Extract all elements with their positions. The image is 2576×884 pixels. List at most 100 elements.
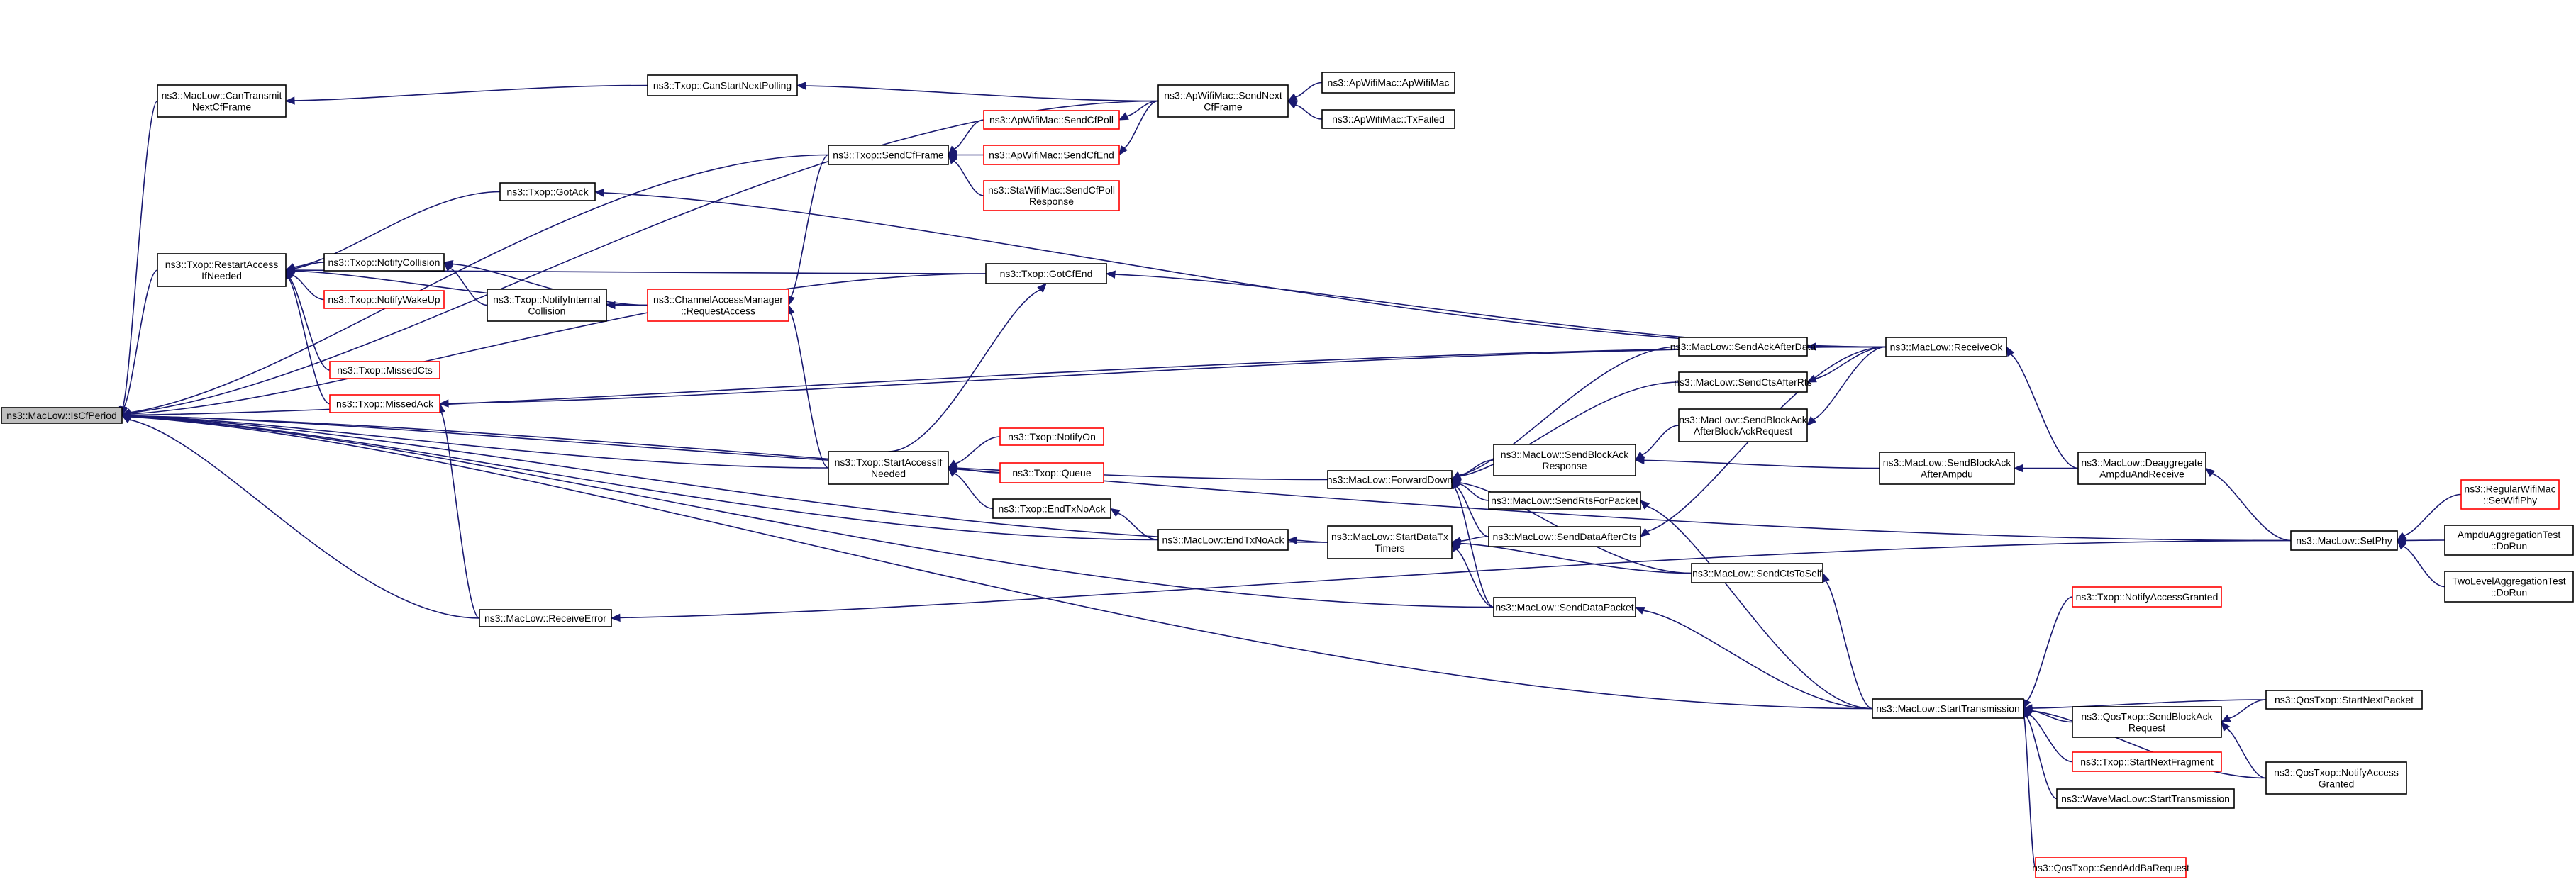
node-label: ::RequestAccess (681, 306, 755, 317)
node-label: ns3::MacLow::SetPhy (2296, 535, 2392, 547)
node-label: ns3::MacLow::StartDataTx (1331, 531, 1448, 542)
node-box (985, 263, 1107, 284)
node-box (1691, 563, 1823, 583)
node-box (1321, 109, 1455, 129)
node-sendCfFrame[interactable]: ns3::Txop::SendCfFrame (828, 145, 949, 165)
node-notifyCollision[interactable]: ns3::Txop::NotifyCollision (323, 253, 445, 272)
node-endTxNoAckTxop[interactable]: ns3::Txop::EndTxNoAck (992, 498, 1111, 519)
edge-receiveOk-to-gotCfEnd (1114, 274, 1887, 348)
node-label: Collision (528, 306, 566, 317)
node-box (487, 289, 607, 322)
node-label: AfterBlockAckRequest (1694, 425, 1792, 437)
node-apSendCfPoll[interactable]: ns3::ApWifiMac::SendCfPoll (983, 110, 1120, 130)
edge-sendAckAfterData-to-forwardDown (1459, 346, 1680, 476)
node-label: CfFrame (1204, 101, 1243, 113)
node-label: ns3::MacLow::SendDataPacket (1495, 602, 1633, 613)
node-box (2072, 586, 2222, 608)
node-root[interactable]: ns3::MacLow::IsCfPeriod (1, 407, 123, 424)
node-setPhy[interactable]: ns3::MacLow::SetPhy (2290, 530, 2398, 551)
node-label: ns3::Txop::StartAccessIf (835, 457, 943, 468)
node-txFailed[interactable]: ns3::ApWifiMac::TxFailed (1321, 109, 1455, 129)
node-twoLevelTest[interactable]: TwoLevelAggregationTest::DoRun (2444, 571, 2574, 603)
node-requestAccess[interactable]: ns3::ChannelAccessManager::RequestAccess (647, 289, 789, 322)
edge-missedCts-to-restartAccess (289, 277, 331, 371)
node-label: ns3::Txop::MissedCts (337, 364, 433, 376)
node-startTransmission[interactable]: ns3::MacLow::StartTransmission (1872, 698, 2024, 719)
node-waveStartTransmission[interactable]: ns3::WaveMacLow::StartTransmission (2056, 788, 2235, 809)
node-label: ns3::Txop::GotAck (506, 186, 589, 198)
node-apWifiMac[interactable]: ns3::ApWifiMac::ApWifiMac (1321, 72, 1455, 94)
node-queue[interactable]: ns3::Txop::Queue (999, 462, 1104, 483)
node-receiveOk[interactable]: ns3::MacLow::ReceiveOk (1885, 337, 2007, 357)
arrowhead-receiveOk-to-missedAck (438, 399, 449, 408)
node-label: ns3::MacLow::ForwardDown (1327, 474, 1453, 486)
node-label: ns3::MacLow::SendBlockAck (1679, 414, 1808, 425)
node-sendCtsAfterRts[interactable]: ns3::MacLow::SendCtsAfterRts (1674, 371, 1812, 393)
node-label: ns3::MacLow::SendBlockAck (1501, 449, 1630, 460)
node-box (983, 145, 1120, 165)
arrowhead-setPhy-to-deaggregate (2205, 467, 2216, 477)
node-notifyAccessGranted[interactable]: ns3::Txop::NotifyAccessGranted (2072, 586, 2222, 608)
node-canStartNext[interactable]: ns3::Txop::CanStartNextPolling (647, 74, 798, 96)
node-label: ns3::MacLow::SendCtsAfterRts (1674, 376, 1812, 388)
edge-notifyInternal-to-notifyCollision (450, 267, 488, 306)
edge-sendDataPacket-to-forwardDown (1454, 487, 1494, 608)
node-missedCts[interactable]: ns3::Txop::MissedCts (329, 361, 440, 379)
node-ampduTest[interactable]: AmpduAggregationTest::DoRun (2444, 525, 2574, 556)
arrowhead-canStartNext-to-canTransmit (284, 96, 295, 105)
node-sendAckAfterData[interactable]: ns3::MacLow::SendAckAfterData (1670, 337, 1816, 357)
arrowhead-endTxNoAckMac-to-root (121, 412, 132, 421)
edge-startAccess-to-root (130, 415, 829, 469)
edge-sendRtsForPacket-to-forwardDown (1459, 483, 1489, 501)
node-box (2077, 452, 2206, 485)
node-sendDataAfterCts[interactable]: ns3::MacLow::SendDataAfterCts (1488, 526, 1641, 547)
node-label: ns3::ApWifiMac::SendCfPoll (989, 114, 1114, 125)
node-label: ns3::Txop::EndTxNoAck (999, 503, 1106, 515)
node-box (1885, 337, 2007, 357)
node-sendRtsForPacket[interactable]: ns3::MacLow::SendRtsForPacket (1488, 491, 1641, 510)
edge-qosStartNextPacket-to-startTransmission (2031, 699, 2267, 709)
node-sendAddBaRequest[interactable]: ns3::QosTxop::SendAddBaRequest (2032, 857, 2189, 878)
node-notifyWakeUp[interactable]: ns3::Txop::NotifyWakeUp (323, 290, 445, 309)
node-qosNotifyAccessGranted[interactable]: ns3::QosTxop::NotifyAccessGranted (2265, 761, 2407, 795)
node-box (1157, 529, 1289, 551)
node-box (323, 290, 445, 309)
edge-missedAck-to-restartAccess (288, 277, 331, 405)
node-box (983, 110, 1120, 130)
node-label: ns3::Txop::SendCfFrame (833, 150, 944, 161)
node-sendDataPacket[interactable]: ns3::MacLow::SendDataPacket (1493, 597, 1636, 617)
node-missedAck[interactable]: ns3::Txop::MissedAck (329, 394, 440, 413)
node-startNextFragment[interactable]: ns3::Txop::StartNextFragment (2072, 751, 2222, 772)
edge-sendAddBaRequest-to-startTransmission (2023, 717, 2036, 868)
node-sendBlockAckAfterReq[interactable]: ns3::MacLow::SendBlockAckAfterBlockAckRe… (1678, 408, 1808, 442)
edge-notifyAccessGranted-to-startTransmission (2026, 596, 2073, 702)
node-endTxNoAckMac[interactable]: ns3::MacLow::EndTxNoAck (1157, 529, 1289, 551)
node-box (2444, 571, 2574, 603)
node-gotAck[interactable]: ns3::Txop::GotAck (499, 182, 596, 201)
node-qosStartNextPacket[interactable]: ns3::QosTxop::StartNextPacket (2265, 690, 2423, 710)
edge-forwardDown-to-root (130, 415, 1328, 481)
edge-sendDataPacket-to-root (130, 415, 1494, 608)
node-forwardDown[interactable]: ns3::MacLow::ForwardDown (1327, 470, 1453, 489)
node-apSendCfEnd[interactable]: ns3::ApWifiMac::SendCfEnd (983, 145, 1120, 165)
node-sendCtsToSelf[interactable]: ns3::MacLow::SendCtsToSelf (1691, 563, 1823, 583)
node-regularSetWifiPhy[interactable]: ns3::RegularWifiMac::SetWifiPhy (2460, 479, 2560, 510)
node-receiveError[interactable]: ns3::MacLow::ReceiveError (479, 609, 612, 627)
arrowhead-startTransmission-to-sendCtsToSelf (1821, 572, 1830, 583)
edge-qosSendBlockAckReq-to-startTransmission (2031, 710, 2073, 723)
arrowhead-startAccess-to-gotCfEnd (1037, 283, 1047, 293)
arrowhead-startTransmission-to-sendRtsForPacket (1640, 500, 1650, 510)
node-notifyOn[interactable]: ns3::Txop::NotifyOn (999, 427, 1104, 446)
node-gotCfEnd[interactable]: ns3::Txop::GotCfEnd (985, 263, 1107, 284)
